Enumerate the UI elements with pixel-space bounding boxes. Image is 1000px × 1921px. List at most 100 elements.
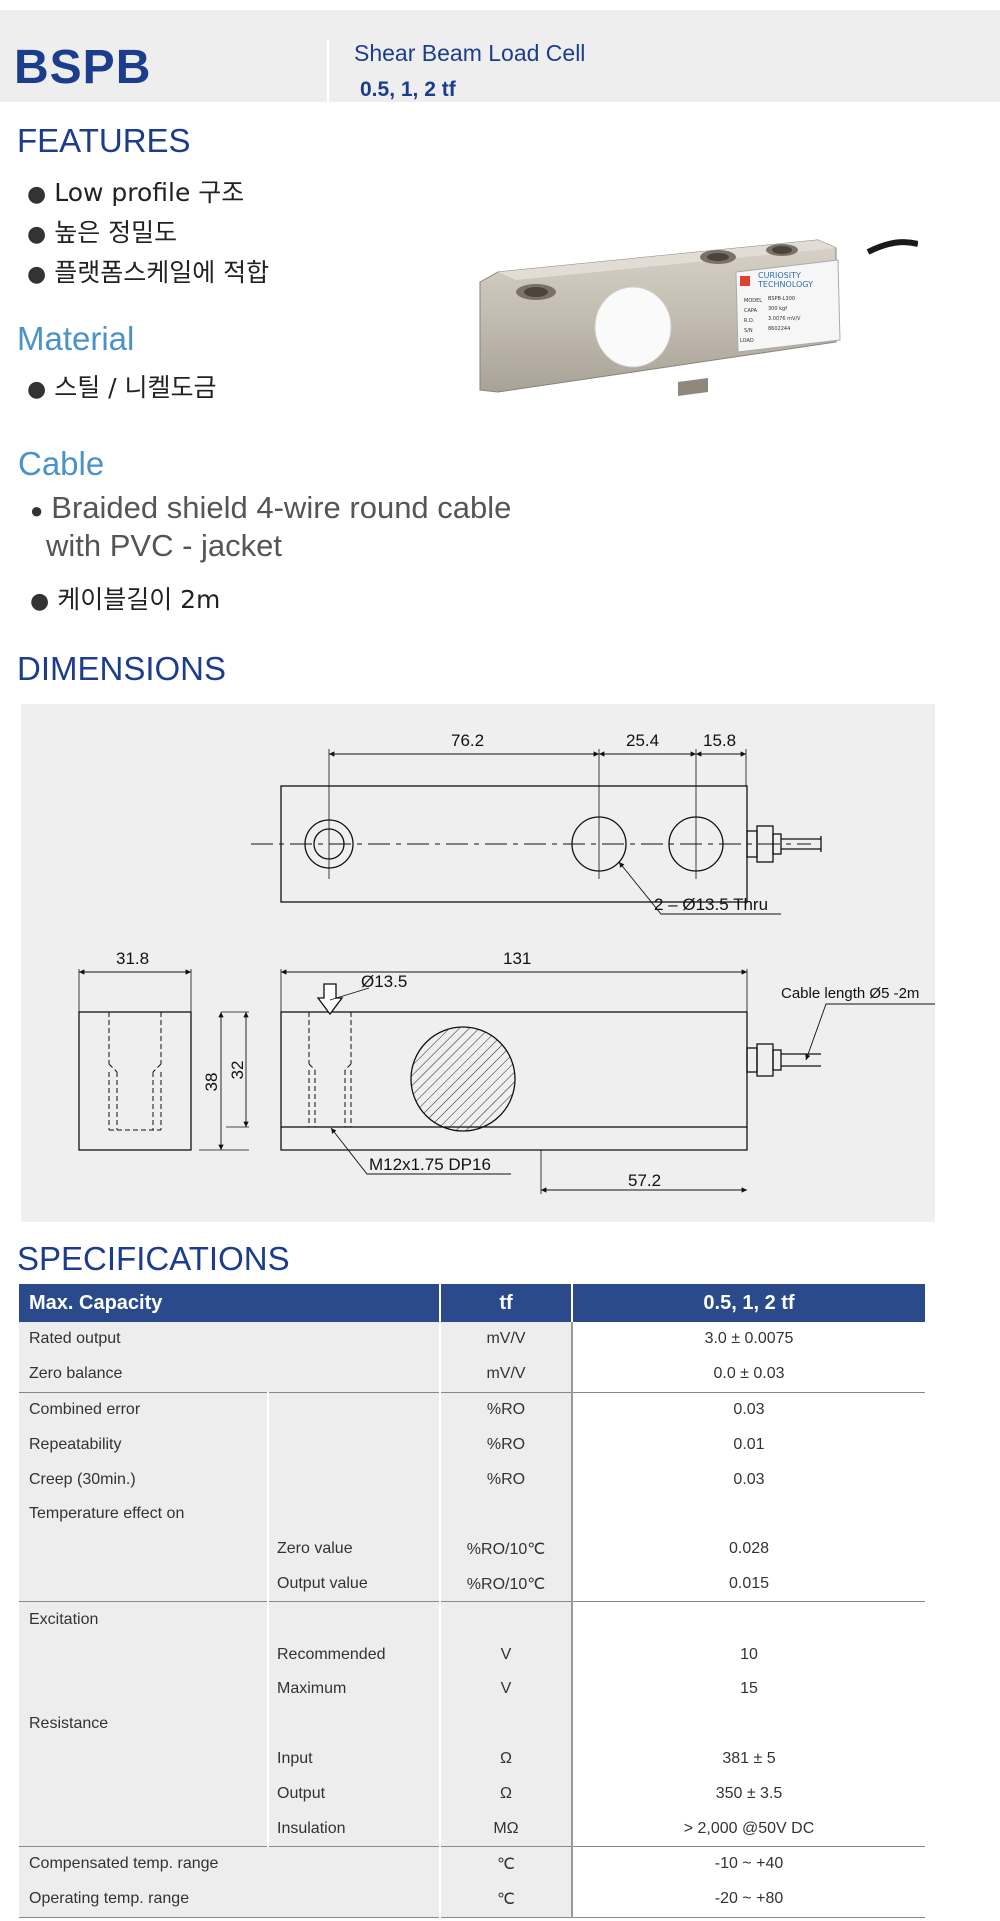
row-label [19, 1776, 268, 1811]
product-subtitle: Shear Beam Load Cell [354, 40, 586, 66]
bullet-icon: ● [27, 262, 47, 287]
row-unit [439, 1496, 573, 1532]
material-heading: Material [17, 320, 135, 357]
row-value [572, 1496, 925, 1532]
label-text: CAPA [744, 308, 758, 314]
row-sublabel [267, 1462, 440, 1497]
row-label: Temperature effect on [29, 1505, 185, 1523]
row-value: 0.03 [572, 1462, 925, 1497]
row-unit: mV/V [439, 1356, 573, 1393]
row-label: Resistance [29, 1715, 109, 1733]
dim-25: 25.4 [626, 731, 659, 750]
row-value: 10 [572, 1637, 925, 1672]
row-unit: MΩ [439, 1811, 573, 1847]
dim-57: 57.2 [628, 1171, 661, 1190]
row-sublabel [267, 1427, 440, 1463]
label-text: MODEL [744, 298, 762, 304]
row-sublabel [267, 1391, 440, 1428]
row-value: 0.015 [572, 1566, 925, 1602]
cable-heading: Cable [18, 445, 105, 482]
thread-label: M12x1.75 DP16 [369, 1155, 491, 1174]
features-heading: FEATURES [17, 122, 191, 159]
cable-item: ●케이블길이 2m [30, 585, 221, 614]
row-value: -20 ~ +80 [572, 1881, 925, 1918]
bullet-icon: ● [27, 182, 47, 207]
row-unit: ℃ [439, 1845, 573, 1882]
label-text: 3.0076 mV/V [768, 316, 801, 322]
row-label: Excitation [19, 1601, 268, 1638]
row-unit [439, 1601, 573, 1638]
row-label: Rated output [29, 1330, 121, 1348]
dim-13-5: Ø13.5 [361, 972, 407, 991]
row-label: Operating temp. range [19, 1881, 440, 1918]
material-item: ●스틸 / 니켈도금 [27, 373, 217, 402]
table-row: Temperature effect on [19, 1496, 925, 1532]
header-max-capacity: Max. Capacity [19, 1284, 440, 1322]
table-row: Operating temp. range℃-20 ~ +80 [19, 1881, 925, 1918]
bullet-icon: ● [27, 222, 47, 247]
header-bar: BSPB Shear Beam Load Cell 0.5, 1, 2 tf [0, 10, 1000, 102]
row-value: 0.03 [572, 1391, 925, 1428]
row-value: -10 ~ +40 [572, 1845, 925, 1882]
row-label [19, 1742, 268, 1777]
row-unit: Ω [439, 1776, 573, 1812]
label-text: 8602244 [768, 326, 790, 332]
row-value: 3.0 ± 0.0075 [572, 1322, 925, 1357]
row-label: Repeatability [29, 1435, 122, 1453]
feature-item: ●플랫폼스케일에 적합 [27, 258, 270, 287]
row-value: > 2,000 @50V DC [572, 1811, 925, 1847]
specifications-heading: SPECIFICATIONS [17, 1240, 290, 1277]
row-unit: ℃ [439, 1881, 573, 1918]
row-value: 0.0 ± 0.03 [572, 1356, 925, 1393]
row-sublabel [267, 1601, 440, 1638]
thru-hole-label: 2 – Ø13.5 Thru [654, 895, 768, 914]
model-name: BSPB [14, 41, 152, 94]
row-unit: V [439, 1637, 573, 1672]
table-row: Excitation [19, 1601, 925, 1638]
bullet-icon: ● [27, 377, 47, 402]
table-row: Compensated temp. range℃-10 ~ +40 [19, 1845, 925, 1882]
label-text: BSPB-L300 [768, 296, 795, 302]
row-unit: Ω [439, 1741, 573, 1777]
bullet-icon: ● [30, 498, 44, 523]
row-value: 0.01 [572, 1427, 925, 1463]
cable-length-label: Cable length Ø5 -2m [781, 985, 919, 1002]
row-unit: %RO [439, 1427, 573, 1463]
row-sublabel: Output value [267, 1566, 440, 1602]
label-text: LOAD [740, 338, 754, 344]
label-brand: CURIOSITY [758, 271, 801, 280]
row-unit: %RO/10℃ [439, 1566, 573, 1602]
row-sublabel [267, 1706, 440, 1742]
capacity-range: 0.5, 1, 2 tf [360, 78, 456, 101]
row-sublabel: Output [267, 1776, 440, 1812]
label-text: 300 kgf [768, 306, 787, 312]
row-label [19, 1811, 268, 1846]
dim-15: 15.8 [703, 731, 736, 750]
drawing-svg: 76.2 25.4 15.8 2 – Ø13.5 Thru 31.8 131 Ø… [78, 731, 936, 1194]
row-label [19, 1637, 268, 1672]
row-sublabel: Zero value [267, 1531, 440, 1567]
feature-item: ●높은 정밀도 [27, 218, 178, 247]
dim-31: 31.8 [116, 949, 149, 968]
row-unit [439, 1706, 573, 1742]
row-sublabel: Recommended [267, 1637, 440, 1672]
dim-38: 38 [202, 1073, 221, 1092]
dim-32: 32 [228, 1061, 247, 1080]
row-value [572, 1601, 925, 1638]
cable-item-continued: with PVC - jacket [46, 528, 283, 563]
bullet-icon: ● [30, 589, 50, 614]
row-sublabel [267, 1496, 440, 1532]
row-sublabel: Input [267, 1741, 440, 1777]
dim-131: 131 [503, 949, 531, 968]
row-value: 381 ± 5 [572, 1741, 925, 1777]
row-label: Compensated temp. range [19, 1845, 440, 1882]
